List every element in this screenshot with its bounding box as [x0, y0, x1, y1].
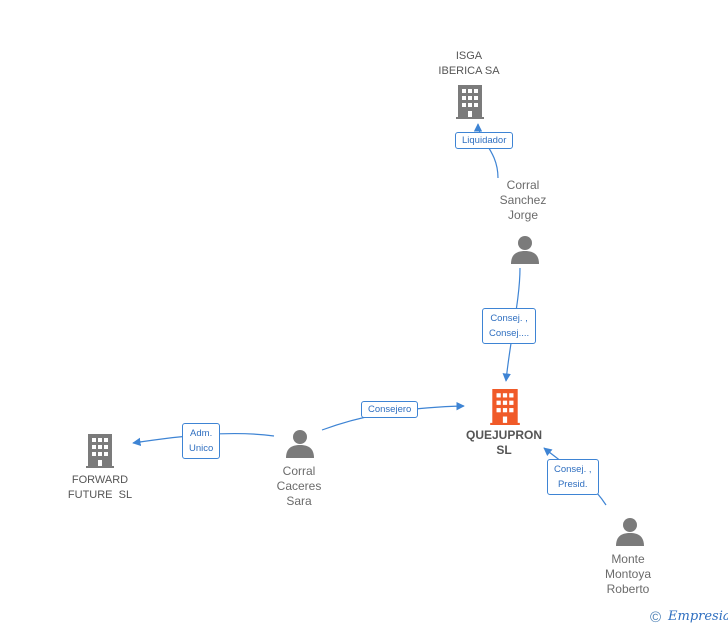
- node-isga-line-1: ISGA: [455, 50, 483, 62]
- node-corral-caceres-line-1: Corral: [282, 464, 316, 478]
- node-monte-montoya-line-3: Roberto: [606, 582, 650, 596]
- isga-building-icon[interactable]: [456, 85, 484, 119]
- edge-label-liquidador[interactable]: Liquidador: [455, 132, 514, 149]
- edge-label-consej-sanchez[interactable]: Consej. , Consej....: [482, 308, 537, 344]
- copyright-icon: ©: [650, 609, 662, 626]
- monte-montoya-person-icon[interactable]: [616, 518, 644, 546]
- node-monte-montoya-line-1: Monte: [611, 552, 645, 566]
- node-corral-sanchez-label[interactable]: Corral Sanchez Jorge: [488, 178, 558, 223]
- edge-label-adm-unico-line-2: Unico: [189, 443, 214, 454]
- node-forward-future-line-2: FUTURE SL: [67, 489, 133, 501]
- edge-label-adm-unico-line-1: Adm.: [190, 428, 213, 439]
- node-corral-caceres-line-2: Caceres: [276, 479, 322, 493]
- node-forward-future-line-1: FORWARD: [71, 474, 129, 486]
- footer-branding: © Empresia: [650, 608, 728, 628]
- node-corral-caceres-line-3: Sara: [286, 494, 312, 508]
- node-corral-sanchez-line-1: Corral: [506, 178, 540, 192]
- forward-future-building-icon[interactable]: [86, 434, 114, 468]
- node-monte-montoya-line-2: Montoya: [604, 567, 652, 581]
- node-forward-future-label[interactable]: FORWARD FUTURE SL: [58, 473, 142, 503]
- edge-label-consej-sanchez-line-2: Consej....: [489, 328, 530, 339]
- node-quejupron-label[interactable]: QUEJUPRON SL: [458, 428, 550, 458]
- edge-label-consej-presid-line-2: Presid.: [557, 479, 588, 490]
- node-quejupron-line-2: SL: [496, 443, 512, 457]
- edge-label-consej-presid-line-1: Consej. ,: [554, 464, 592, 475]
- corral-caceres-person-icon[interactable]: [286, 430, 314, 458]
- node-monte-montoya-label[interactable]: Monte Montoya Roberto: [592, 552, 664, 597]
- edge-label-liquidador-line-1: Liquidador: [462, 135, 507, 146]
- edge-label-consejero-line-1: Consejero: [368, 404, 412, 415]
- corral-sanchez-person-icon[interactable]: [511, 236, 539, 264]
- empresia-logo[interactable]: Empresia: [668, 609, 728, 624]
- edge-label-consejero[interactable]: Consejero: [361, 401, 419, 418]
- node-isga-line-2: IBERICA SA: [438, 65, 500, 77]
- node-quejupron-line-1: QUEJUPRON: [465, 428, 542, 442]
- node-corral-caceres-label[interactable]: Corral Caceres Sara: [263, 464, 335, 509]
- node-corral-sanchez-line-3: Jorge: [507, 208, 539, 222]
- node-corral-sanchez-line-2: Sanchez: [499, 193, 547, 207]
- edge-label-adm-unico[interactable]: Adm. Unico: [182, 423, 221, 459]
- quejupron-building-icon[interactable]: [490, 389, 520, 425]
- node-isga-label[interactable]: ISGA IBERICA SA: [430, 49, 508, 79]
- edge-label-consej-presid[interactable]: Consej. , Presid.: [547, 459, 599, 495]
- edge-label-consej-sanchez-line-1: Consej. ,: [490, 313, 528, 324]
